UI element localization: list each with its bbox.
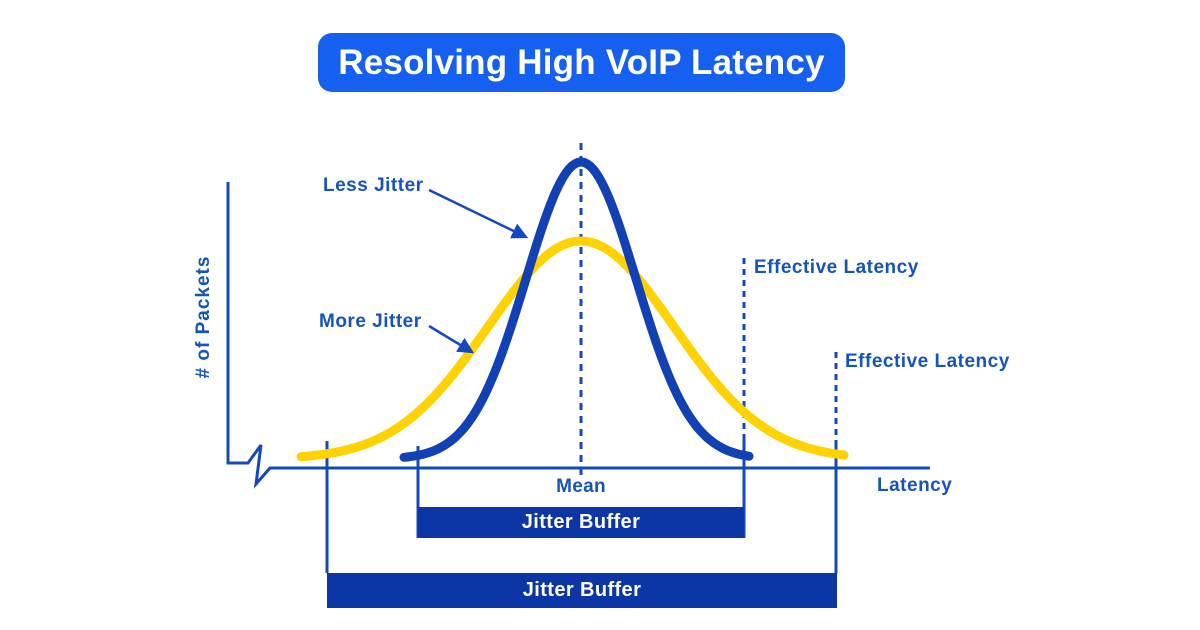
jitter-buffer-inner-bar: Jitter Buffer — [418, 507, 744, 538]
less-jitter-label: Less Jitter — [323, 175, 424, 196]
effective-latency-lower-label: Effective Latency — [845, 351, 1010, 372]
y-axis-label: # of Packets — [193, 255, 214, 379]
jitter-buffer-outer-label: Jitter Buffer — [522, 579, 642, 601]
less-jitter-curve — [399, 157, 754, 462]
less-jitter-arrow — [428, 188, 529, 239]
more-jitter-arrow — [428, 324, 475, 354]
more-jitter-label: More Jitter — [319, 311, 422, 332]
title-banner: Resolving High VoIP Latency — [318, 33, 845, 92]
x-axis-label: Latency — [877, 475, 953, 496]
axes-line — [226, 182, 930, 489]
more-jitter-curve — [296, 236, 849, 462]
effective-latency-upper-label: Effective Latency — [754, 257, 919, 278]
jitter-buffer-outer-bar: Jitter Buffer — [327, 573, 837, 608]
jitter-buffer-inner-label: Jitter Buffer — [521, 511, 641, 533]
mean-label: Mean — [556, 476, 606, 497]
page-title: Resolving High VoIP Latency — [338, 42, 825, 82]
